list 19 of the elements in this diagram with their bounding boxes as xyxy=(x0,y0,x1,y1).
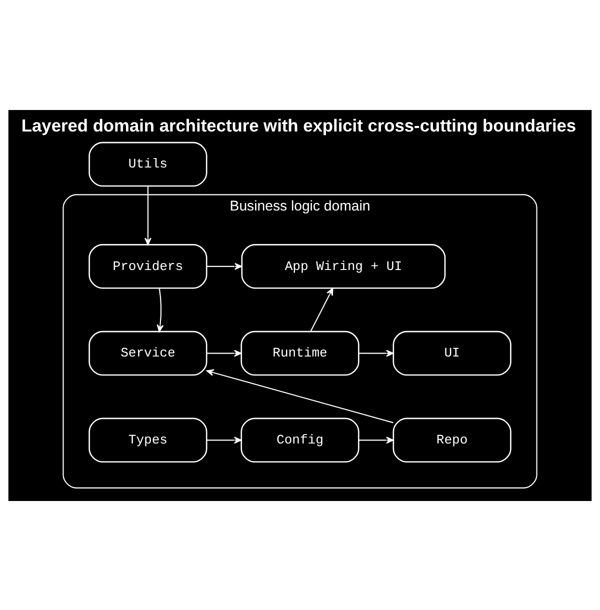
node-box: Utils xyxy=(88,141,208,186)
arrow xyxy=(358,436,394,444)
node-box: Providers xyxy=(88,244,208,288)
arrow xyxy=(206,368,394,423)
diagram-title: Layered domain architecture with explicit cross-cutting boundaries xyxy=(21,115,576,136)
node-box: UI xyxy=(392,330,512,376)
node-box: Runtime xyxy=(240,330,360,376)
node-box: Service xyxy=(88,330,208,376)
arrow xyxy=(206,349,242,356)
arrow xyxy=(310,287,334,332)
node-box: Repo xyxy=(392,417,512,462)
arrow xyxy=(156,288,164,332)
arrow xyxy=(206,436,242,444)
node-box: Config xyxy=(240,417,360,462)
node-box: Types xyxy=(88,417,208,462)
arrow xyxy=(144,186,152,245)
node-box: App Wiring + UI xyxy=(241,244,446,288)
arrow xyxy=(206,262,242,270)
arrow xyxy=(358,349,394,356)
